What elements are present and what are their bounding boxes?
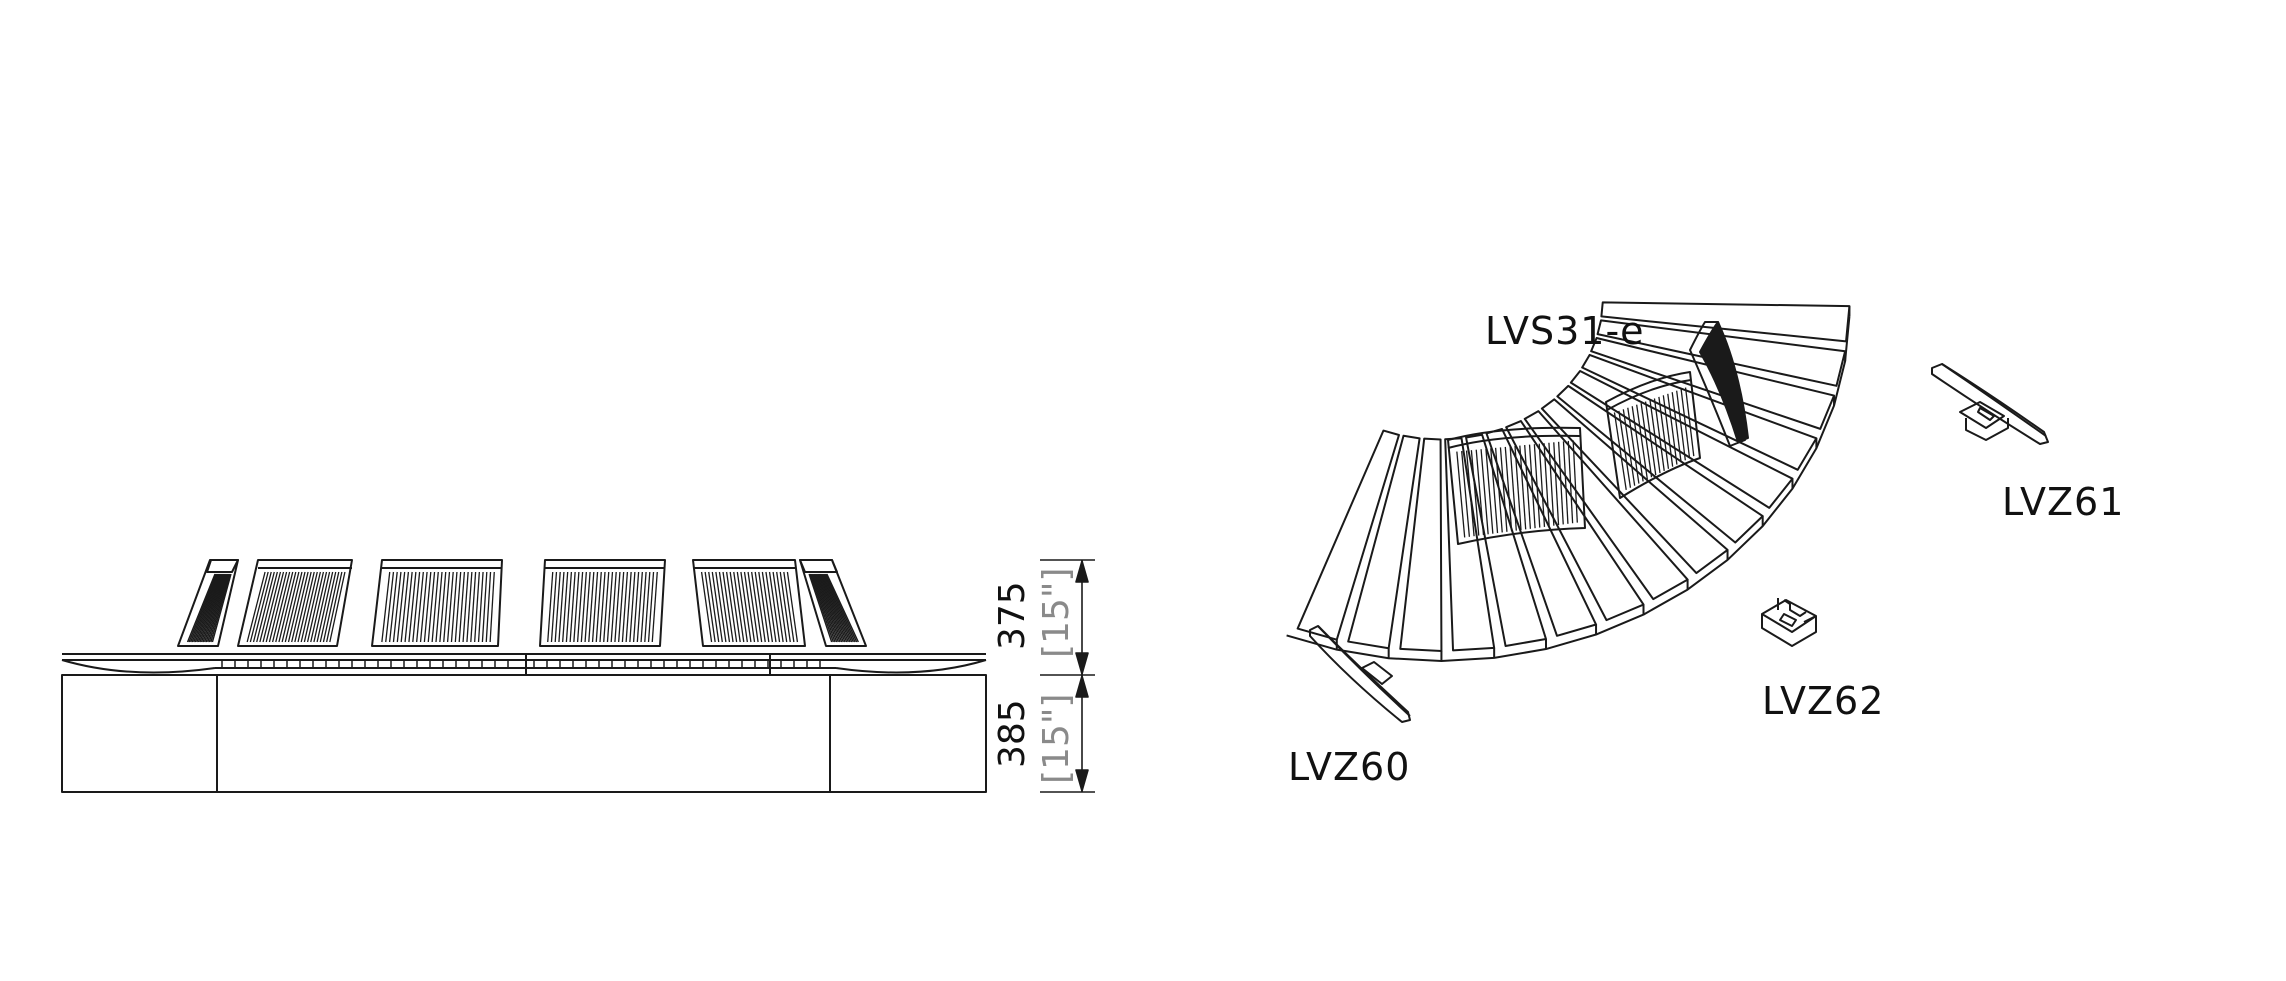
backrest-4 [692, 559, 806, 647]
curved-backrest-2 [1605, 371, 1701, 499]
curved-bench-isometric [1286, 301, 1851, 662]
dim-seat-mm: 385 [992, 699, 1033, 768]
backrest-right-end [799, 559, 867, 647]
bench-elevation [61, 559, 987, 793]
backrest-2 [371, 559, 503, 647]
dimension-lines [1040, 559, 1095, 793]
dim-backrest-in: [15"] [1036, 568, 1077, 658]
bench-base [61, 674, 987, 793]
curved-backrest-1 [1447, 426, 1586, 545]
dim-backrest-mm: 375 [992, 581, 1033, 650]
label-lvz61: LVZ61 [2002, 480, 2124, 524]
curved-backrest-3 [1689, 321, 1749, 447]
backrest-3 [539, 559, 666, 647]
lvz62-part [1761, 598, 1817, 647]
lvz61-part [1931, 363, 2049, 445]
curved-seat-slats [1286, 301, 1851, 662]
label-lvz60: LVZ60 [1288, 745, 1410, 789]
seat-slats [221, 660, 821, 668]
dim-seat-in: [15"] [1036, 694, 1077, 784]
lvz60-part [1309, 625, 1411, 723]
label-lvs31-e: LVS31-e [1485, 309, 1645, 353]
backrest-left-end [177, 559, 239, 647]
label-lvz62: LVZ62 [1762, 679, 1884, 723]
bench-seat [61, 653, 987, 675]
backrest-1 [237, 559, 353, 647]
dimension-texts: 375 [15"] 385 [15"] [992, 568, 1077, 784]
